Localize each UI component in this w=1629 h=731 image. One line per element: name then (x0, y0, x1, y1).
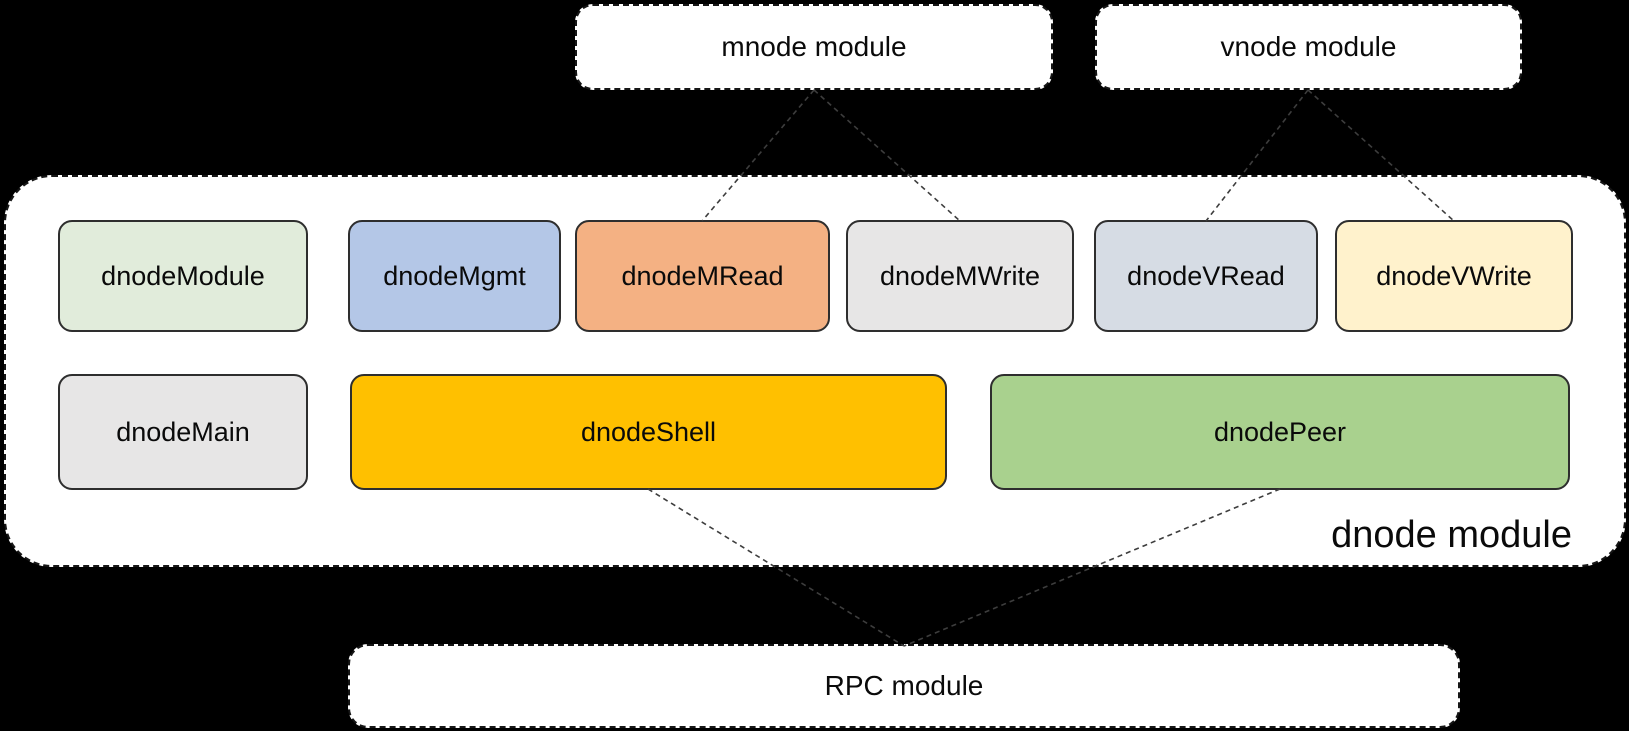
box-dnode-vread: dnodeVRead (1094, 220, 1318, 332)
rpc-module-panel: RPC module (348, 644, 1460, 728)
mnode-module-label: mnode module (721, 31, 907, 62)
box-dnode-vwrite: dnodeVWrite (1335, 220, 1573, 332)
box-dnode-vread-label: dnodeVRead (1127, 260, 1285, 291)
box-dnode-module-label: dnodeModule (101, 260, 265, 291)
box-dnode-mgmt: dnodeMgmt (348, 220, 561, 332)
box-dnode-mwrite-label: dnodeMWrite (879, 260, 1041, 291)
box-dnode-main-label: dnodeMain (116, 416, 250, 447)
dnode-module-label: dnode module (1331, 514, 1572, 557)
rpc-module-label: RPC module (824, 670, 984, 701)
vnode-module-label: vnode module (1220, 31, 1397, 62)
box-dnode-peer: dnodePeer (990, 374, 1570, 490)
mnode-module-panel: mnode module (575, 4, 1053, 90)
box-dnode-mgmt-label: dnodeMgmt (383, 260, 526, 291)
box-dnode-mread: dnodeMRead (575, 220, 830, 332)
vnode-module-panel: vnode module (1095, 4, 1522, 90)
box-dnode-main: dnodeMain (58, 374, 308, 490)
box-dnode-shell-label: dnodeShell (580, 416, 717, 447)
box-dnode-mread-label: dnodeMRead (621, 260, 784, 291)
box-dnode-vwrite-label: dnodeVWrite (1376, 260, 1532, 291)
box-dnode-module: dnodeModule (58, 220, 308, 332)
dnode-module-panel: dnodeModule dnodeMgmt dnodeMRead dnodeMW… (4, 175, 1626, 567)
box-dnode-mwrite: dnodeMWrite (846, 220, 1074, 332)
box-dnode-peer-label: dnodePeer (1213, 416, 1347, 447)
box-dnode-shell: dnodeShell (350, 374, 947, 490)
